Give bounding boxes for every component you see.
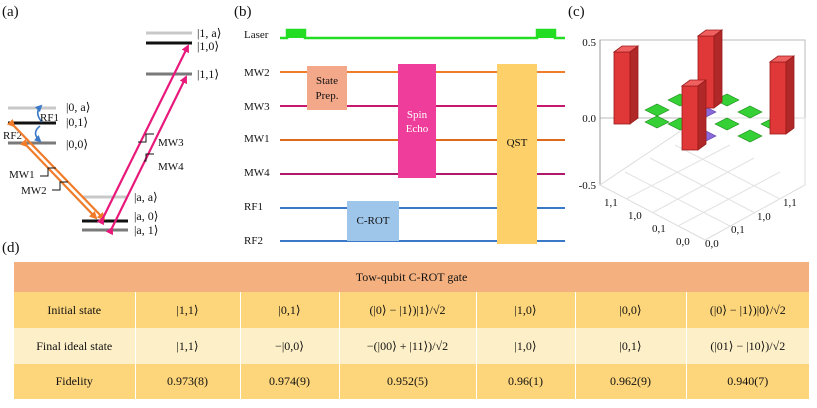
state-label-1-a: |1, a⟩ [197,26,221,40]
table-row: Fidelity 0.973(8) 0.974(9) 0.952(5) 0.96… [14,364,810,399]
z-tick-0: 0.5 [582,37,596,49]
axis-left-tick-2: 0,1 [652,223,666,235]
bar-11-11 [613,51,631,125]
channel-label-mw3: MW3 [244,101,270,113]
table-cell: |1,1⟩ [134,328,240,364]
row-label: Initial state [14,292,135,328]
mw4-pointer [144,153,154,162]
spin-echo-block [398,64,436,178]
label-mw3: MW3 [158,137,184,149]
table-row: Initial state |1,1⟩ |0,1⟩ (|0⟩ − |1⟩)|1⟩… [14,292,810,328]
laser-line [280,28,565,40]
qst-label: QST [507,137,528,149]
table-cell: 0.962(9) [574,364,686,399]
axis-left-tick-3: 0,0 [676,236,690,248]
channel-label-mw1: MW1 [244,133,270,145]
laser-pulse-1 [287,30,305,38]
crot-block [347,201,399,241]
crot-label: C-ROT [357,215,390,227]
state-label-1-1: |1,1⟩ [197,67,219,81]
axis-right-tick-1: 0,1 [731,224,745,236]
mw4-arrow [105,75,187,236]
panel-a-energy-levels: (a) |1, a⟩ |1,0⟩ |1,1⟩ |0, a⟩ |0,1⟩ |0,0… [2,4,221,237]
table-row: Final ideal state |1,1⟩ −|0,0⟩ −(|00⟩ + … [14,328,810,364]
panel-label-b: (b) [234,4,252,20]
mw2-pointer [52,181,68,191]
table-title-row: Tow-qubit C-ROT gate [14,262,810,292]
label-mw1: MW1 [9,169,35,181]
label-rf1: RF1 [40,112,59,124]
rf2-arrow [33,125,42,143]
table-cell: 0.952(5) [338,364,476,399]
bar-00-11 [681,85,699,151]
z-tick-1: 0.0 [582,113,596,125]
crot-fidelity-table: Tow-qubit C-ROT gate Initial state |1,1⟩… [14,262,810,399]
bar-00-00 [769,61,787,135]
channel-label-rf1: RF1 [244,201,263,213]
table-cell: |1,0⟩ [475,292,575,328]
spin-echo-label-1: Spin [407,109,428,121]
state-prep-label-1: State [316,75,338,87]
table-cell: (|01⟩ − |10⟩)/√2 [685,328,810,364]
table-cell: |0,0⟩ [574,292,686,328]
table-cell: |1,1⟩ [134,292,240,328]
state-prep-block [307,66,347,110]
figure-canvas: (a) |1, a⟩ |1,0⟩ |1,1⟩ |0, a⟩ |0,1⟩ |0,0… [2,4,806,256]
spin-echo-label-2: Echo [406,123,429,135]
table-title: Tow-qubit C-ROT gate [14,262,810,292]
channel-label-rf2: RF2 [244,235,263,247]
mw2-arrow [6,118,106,221]
z-tick-2: -0.5 [579,180,597,192]
tall-bars [612,29,796,151]
axis-right-tick-0: 0,0 [705,238,719,250]
qst-block [497,64,537,244]
axis-right-tick-2: 1,0 [757,211,771,223]
table-cell: (|0⟩ − |1⟩)|0⟩/√2 [685,292,810,328]
label-mw2: MW2 [21,185,47,197]
mw3-pointer [138,133,154,143]
row-label: Fidelity [14,364,135,399]
axis-left-tick-1: 1,0 [628,210,642,222]
panel-c-density-matrix: (c) 0.5 0.0 -0.5 [568,4,806,250]
panel-label-d: (d) [2,240,20,256]
panel-b-pulse-sequence: (b) Laser MW2 MW3 MW1 MW4 RF1 RF2 State … [234,4,565,247]
panel-label-a: (a) [2,4,19,20]
table-cell: −(|00⟩ + |11⟩)/√2 [338,328,476,364]
table-cell: |1,0⟩ [475,328,575,364]
state-label-a-0: |a, 0⟩ [134,209,158,223]
axis-right-tick-3: 1,1 [783,197,797,209]
state-label-1-0: |1,0⟩ [197,39,219,53]
state-label-0-1: |0,1⟩ [66,115,88,129]
table-cell: −|0,0⟩ [239,328,339,364]
table-cell: (|0⟩ − |1⟩)|1⟩/√2 [338,292,476,328]
table-cell: 0.940(7) [685,364,810,399]
axis-left-tick-0: 1,1 [604,197,618,209]
table-cell: |0,1⟩ [239,292,339,328]
row-label: Final ideal state [14,328,135,364]
table-cell: 0.974(9) [239,364,339,399]
laser-pulse-2 [537,30,555,38]
channel-label-laser: Laser [244,29,269,41]
state-prep-label-2: Prep. [316,90,339,102]
channel-label-mw2: MW2 [244,67,270,79]
state-label-a-1: |a, 1⟩ [134,223,158,237]
table-cell: |0,1⟩ [574,328,686,364]
channel-label-mw4: MW4 [244,167,270,179]
mw1-pointer [40,167,56,177]
state-label-0-a: |0, a⟩ [66,100,90,114]
table-cell: 0.96(1) [475,364,575,399]
state-label-0-0: |0,0⟩ [66,137,88,151]
state-label-a-a: |a, a⟩ [134,190,158,204]
label-mw4: MW4 [158,161,184,173]
panel-label-c: (c) [568,4,585,20]
table-cell: 0.973(8) [134,364,240,399]
